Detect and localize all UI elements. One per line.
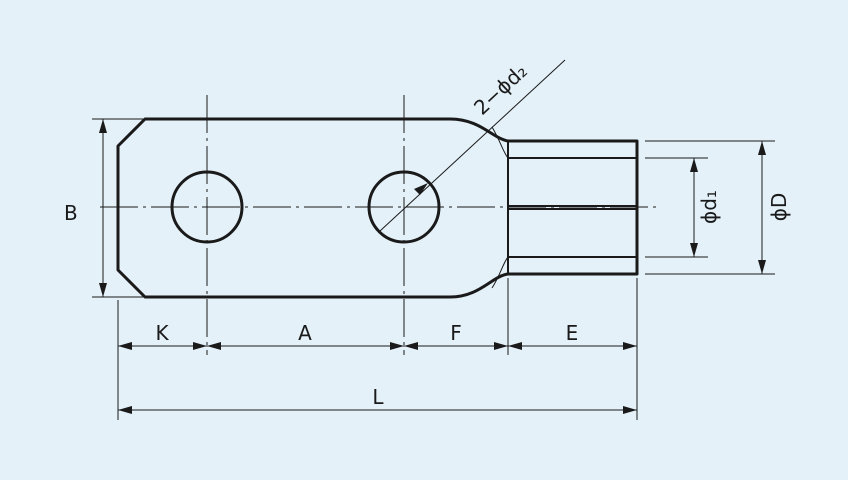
arrow-a-right bbox=[390, 342, 404, 350]
arrow-a-left bbox=[207, 342, 221, 350]
label-outer-diameter: ϕD bbox=[767, 193, 791, 222]
label-a: A bbox=[298, 321, 312, 345]
arrow-l-right bbox=[623, 406, 637, 414]
arrow-e-right bbox=[623, 342, 637, 350]
arrow-k-right bbox=[193, 342, 207, 350]
label-inner-diameter: ϕd₁ bbox=[697, 190, 721, 224]
arrow-d-top bbox=[758, 141, 766, 155]
arrow-b-bottom bbox=[99, 283, 107, 297]
hole-leader-arrow bbox=[414, 183, 428, 195]
arrow-f-right bbox=[494, 342, 508, 350]
label-hole-spec: 2−ϕd₂ bbox=[469, 59, 532, 120]
arrow-l-left bbox=[118, 406, 132, 414]
hole-leader-line bbox=[379, 59, 566, 232]
label-l: L bbox=[372, 385, 384, 409]
arrow-d-bottom bbox=[758, 260, 766, 274]
label-b: B bbox=[64, 201, 78, 225]
label-f: F bbox=[450, 321, 462, 345]
label-e: E bbox=[566, 321, 579, 345]
arrow-f-left bbox=[404, 342, 418, 350]
arrow-e-left bbox=[508, 342, 522, 350]
arrow-d1-bottom bbox=[690, 243, 698, 257]
arrow-b-top bbox=[99, 119, 107, 133]
barrel-flare-top bbox=[491, 126, 509, 159]
arrow-k-left bbox=[118, 342, 132, 350]
label-k: K bbox=[155, 321, 169, 345]
barrel-flare-bottom bbox=[491, 256, 509, 289]
arrow-d1-top bbox=[690, 158, 698, 172]
